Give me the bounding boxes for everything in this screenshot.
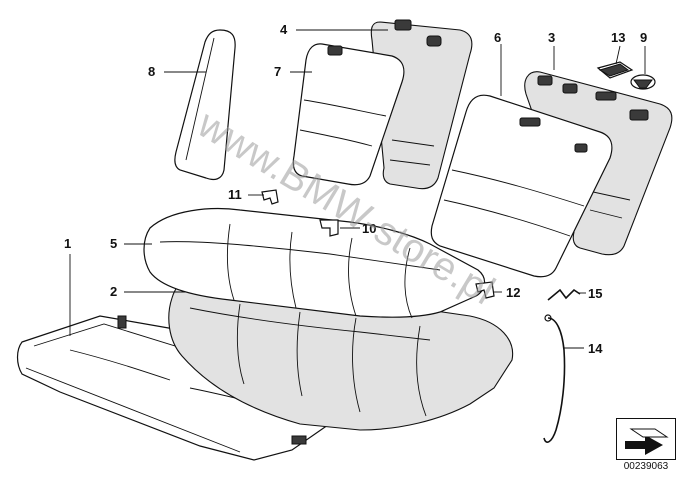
- callout-15: 15: [588, 286, 602, 301]
- callout-2: 2: [110, 284, 117, 299]
- backrest-cover-left: [292, 43, 405, 186]
- leader-lines: [69, 29, 646, 349]
- callout-8: 8: [148, 64, 155, 79]
- callout-12: 12: [506, 285, 520, 300]
- cover-cap: [596, 61, 634, 79]
- callout-numbers: 1 2 3 4 5 6 7 8 9 10 11 12 13 14 15: [64, 22, 647, 356]
- callout-4: 4: [280, 22, 288, 37]
- orientation-arrow-box: [616, 418, 676, 460]
- callout-1: 1: [64, 236, 71, 251]
- clamp-center: [319, 219, 339, 237]
- backrest-cover-right: [430, 94, 613, 278]
- callout-5: 5: [110, 236, 117, 251]
- seat-cushion-cover: [143, 208, 486, 319]
- callout-9: 9: [640, 30, 647, 45]
- clamp-left: [261, 189, 279, 205]
- tension-wire: [543, 314, 566, 443]
- reference-code: 00239063: [623, 461, 669, 472]
- side-bolster: [174, 29, 236, 181]
- callout-11: 11: [228, 187, 242, 202]
- seat-cushion-pad: [168, 281, 514, 431]
- spring-clip: [547, 288, 581, 301]
- callout-13: 13: [611, 30, 625, 45]
- callout-7: 7: [274, 64, 281, 79]
- callout-3: 3: [548, 30, 555, 45]
- arrow-icon: [625, 428, 669, 455]
- clamp-right: [475, 281, 495, 299]
- callout-14: 14: [588, 341, 603, 356]
- callout-10: 10: [362, 221, 376, 236]
- retaining-clip: [630, 74, 656, 90]
- callout-6: 6: [494, 30, 501, 45]
